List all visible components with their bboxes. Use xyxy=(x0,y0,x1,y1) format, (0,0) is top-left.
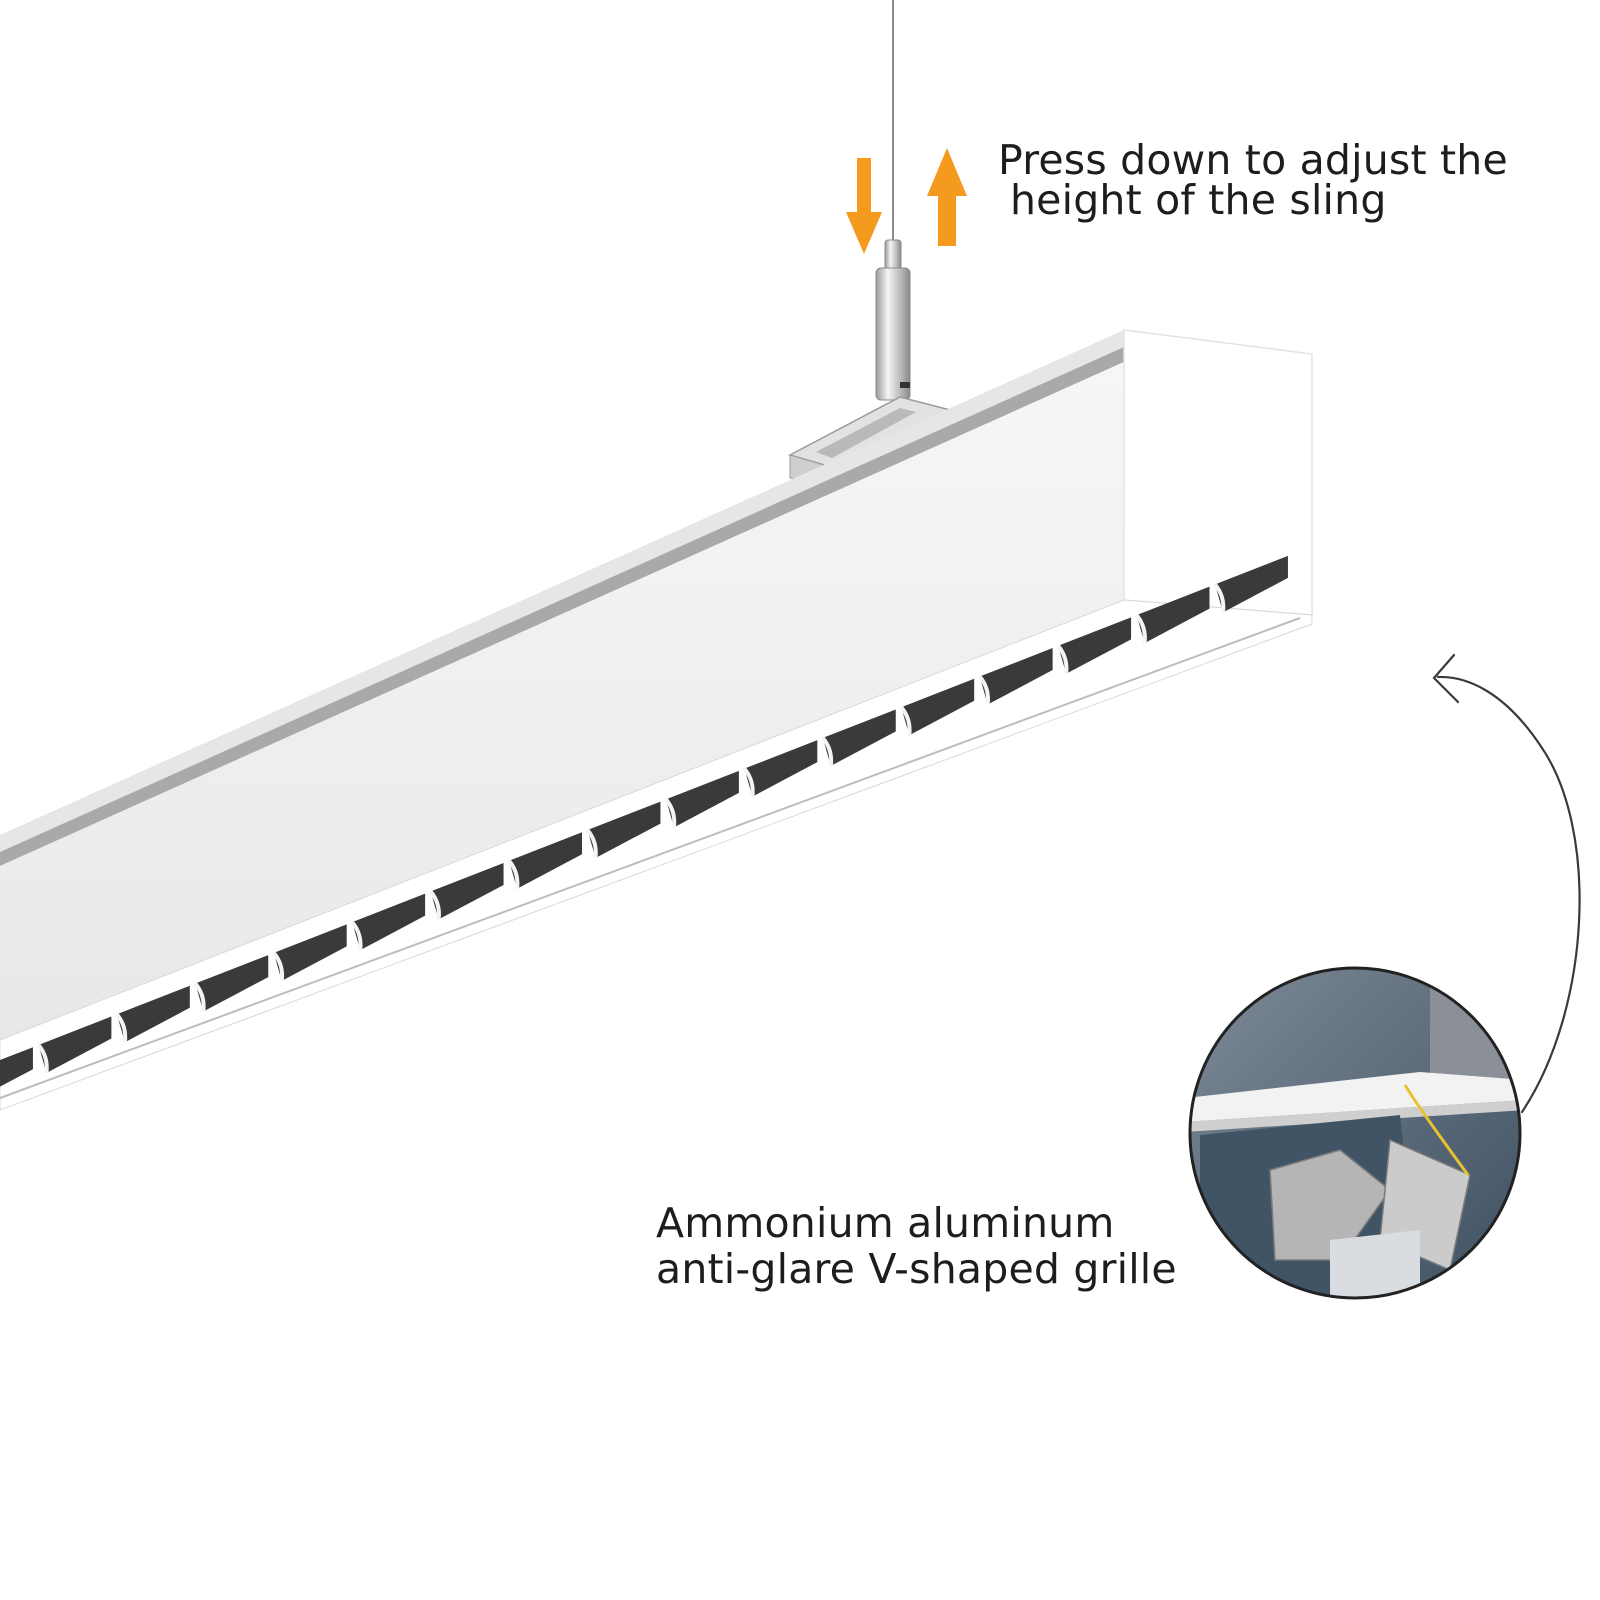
louver-blade xyxy=(430,862,504,920)
louver-edge xyxy=(507,859,520,889)
louver-blade xyxy=(665,770,739,828)
louver-edge xyxy=(36,1043,49,1074)
arrow-down-icon xyxy=(846,158,882,254)
sling-adjust-caption: Press down to adjust the height of the s… xyxy=(998,140,1508,224)
louver-edge xyxy=(585,828,598,859)
luminaire-housing xyxy=(0,329,1313,1111)
louver-edge xyxy=(429,890,441,920)
cable-gripper xyxy=(875,239,911,401)
arrow-up-icon xyxy=(927,148,967,246)
sling-caption-line2: height of the sling xyxy=(1010,176,1387,224)
louver-edge xyxy=(1134,613,1147,644)
louver-blade xyxy=(744,740,818,797)
sling-caption-line1: Press down to adjust the xyxy=(998,136,1508,184)
louver-edge xyxy=(193,982,206,1012)
louver-blade xyxy=(273,924,347,981)
louver-blade xyxy=(0,1047,33,1087)
louver-blade xyxy=(352,893,426,951)
louver-edge xyxy=(899,705,912,736)
louver-blade xyxy=(509,832,583,889)
louver-blade xyxy=(1136,586,1210,644)
louver-edge xyxy=(978,675,991,705)
grille-caption: Ammonium aluminum anti-glare V-shaped gr… xyxy=(656,1200,1177,1292)
v-shaped-grille xyxy=(0,555,1288,1087)
louver-blade xyxy=(587,801,661,859)
louver-edge xyxy=(272,951,285,982)
louver-blade xyxy=(1058,617,1132,674)
grille-detail-inset xyxy=(1188,966,1522,1300)
louver-edge xyxy=(742,767,755,797)
louver-blade xyxy=(116,985,190,1043)
louver-blade xyxy=(901,678,975,736)
grille-caption-line2: anti-glare V-shaped grille xyxy=(656,1245,1177,1293)
louver-edge xyxy=(350,920,363,951)
grille-caption-line1: Ammonium aluminum xyxy=(656,1199,1115,1247)
louver-edge xyxy=(115,1012,128,1043)
louver-edge xyxy=(1056,644,1069,675)
louver-blade xyxy=(822,709,896,766)
louver-edge xyxy=(664,798,677,828)
louver-blade xyxy=(38,1016,112,1073)
louver-edge xyxy=(1213,583,1226,613)
louver-blade xyxy=(1215,555,1288,613)
louver-blade xyxy=(195,955,269,1012)
curved-pointer-arrow-icon xyxy=(1432,653,1581,1114)
louver-edge xyxy=(821,736,834,767)
louver-blade xyxy=(979,648,1053,705)
